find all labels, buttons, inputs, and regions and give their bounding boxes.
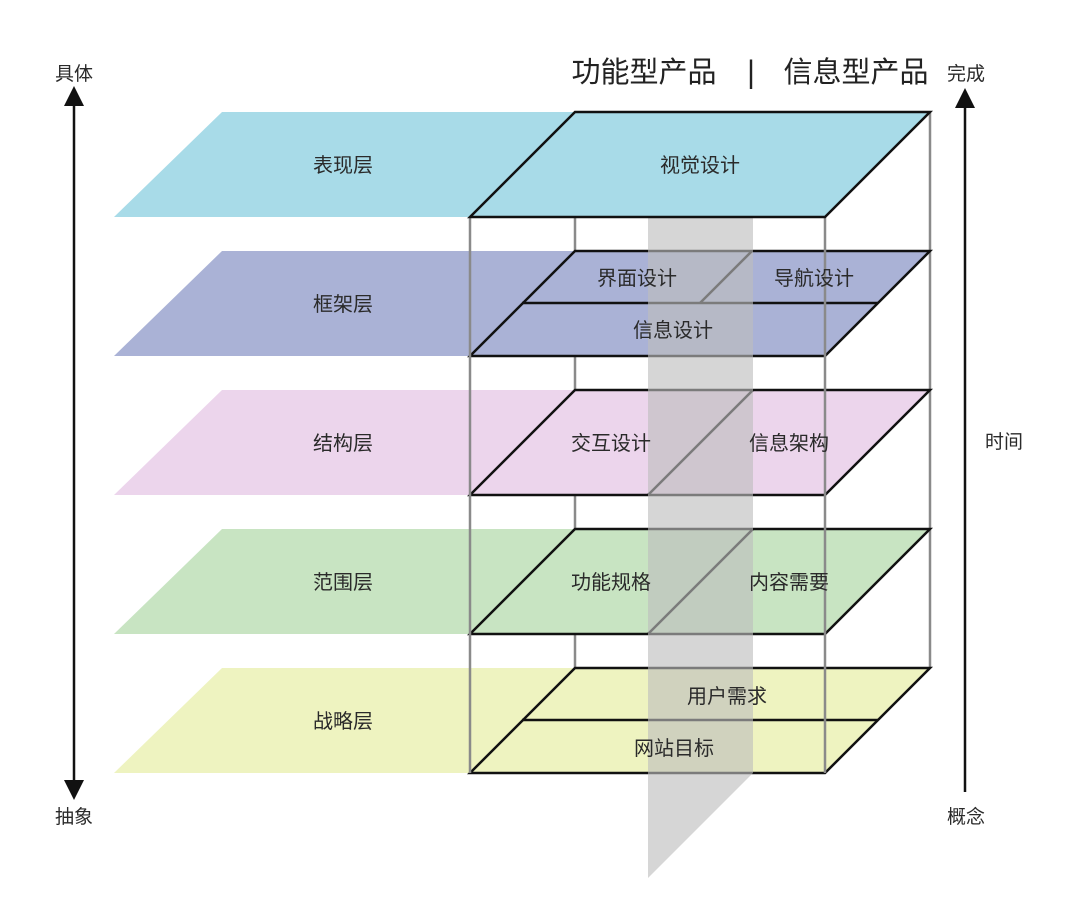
cell-visual-design: 视觉设计: [660, 153, 740, 177]
right-axis: 完成 时间 概念: [947, 63, 1023, 828]
layer-surface-box: [466, 110, 934, 219]
layer-name-strategy: 战略层: [313, 709, 373, 733]
cell-site-objectives: 网站目标: [634, 736, 714, 760]
right-axis-middle-label: 时间: [985, 431, 1023, 453]
cell-information-architecture: 信息架构: [749, 431, 829, 455]
left-axis-bottom-label: 抽象: [55, 806, 93, 828]
layer-name-skeleton: 框架层: [313, 292, 373, 316]
left-axis-top-label: 具体: [55, 63, 93, 85]
right-axis-bottom-label: 概念: [947, 805, 985, 828]
plane-surface-right: [466, 110, 934, 219]
plane-skeleton-left: [114, 251, 580, 356]
layer-names: 表现层 框架层 结构层 范围层 战略层: [313, 153, 373, 733]
layer-name-structure: 结构层: [313, 431, 373, 455]
plane-structure-left: [114, 390, 580, 495]
cell-information-design: 信息设计: [633, 318, 713, 342]
plane-strategy-left: [114, 668, 580, 773]
left-planes: [114, 112, 580, 773]
header: 功能型产品 | 信息型产品: [571, 55, 928, 89]
right-axis-top-label: 完成: [947, 63, 985, 85]
front-frame: [468, 217, 827, 773]
layer-name-scope: 范围层: [313, 570, 373, 594]
header-right-title: 信息型产品: [783, 55, 928, 89]
cell-user-needs: 用户需求: [687, 684, 767, 708]
plane-scope-left: [114, 529, 580, 634]
cell-interaction-design: 交互设计: [571, 431, 651, 455]
cell-navigation-design: 导航设计: [774, 266, 854, 290]
plane-surface-left: [114, 112, 580, 217]
cell-interface-design: 界面设计: [597, 266, 677, 290]
header-left-title: 功能型产品: [571, 55, 716, 89]
cell-content-requirements: 内容需要: [749, 570, 829, 594]
header-divider: |: [746, 55, 756, 89]
time-band: [648, 217, 753, 878]
layer-name-surface: 表现层: [313, 153, 373, 177]
cell-functional-specs: 功能规格: [571, 570, 651, 594]
cell-labels: 视觉设计 界面设计 导航设计 信息设计 交互设计 信息架构 功能规格 内容需要 …: [571, 153, 854, 760]
left-axis: 具体 抽象: [55, 63, 93, 828]
